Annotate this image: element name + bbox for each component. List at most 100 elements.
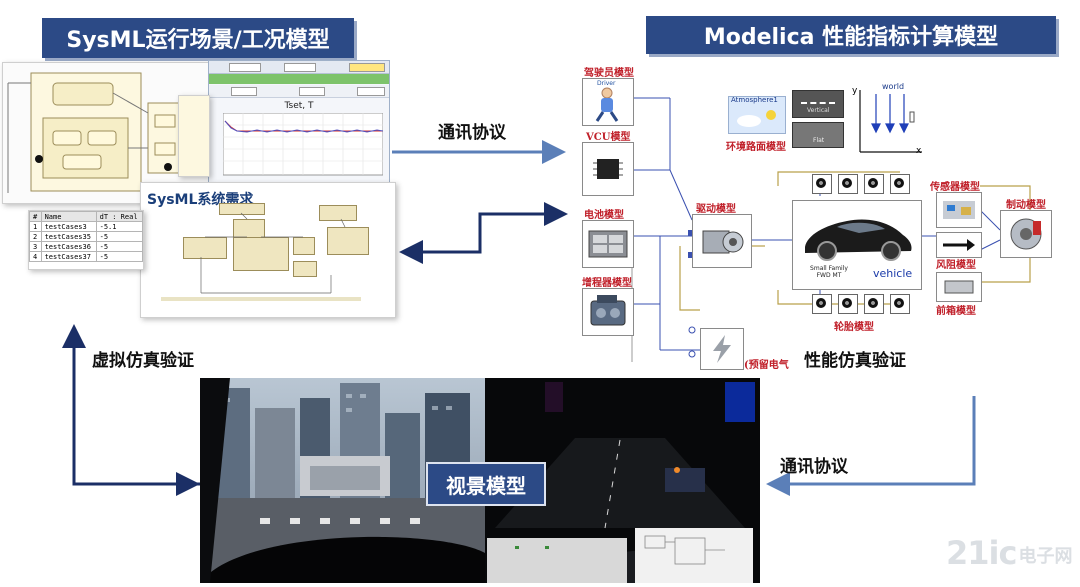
sim-chart-series-t <box>224 120 383 133</box>
cloud-sun-icon <box>737 110 776 127</box>
requirement-block <box>293 261 317 277</box>
scene-banner: 视景模型 <box>426 462 546 506</box>
table-row[interactable]: 4 testCases37 -5 <box>29 251 144 262</box>
brake-disc-icon <box>1010 218 1042 250</box>
sim-toolbar-field <box>349 63 385 72</box>
brake-model[interactable] <box>1000 210 1052 258</box>
atmosphere-block[interactable]: Atmosphere1 <box>728 96 786 134</box>
requirement-links <box>200 212 346 294</box>
world-label: world <box>882 82 905 91</box>
reserved-electrical-model[interactable] <box>700 328 744 370</box>
road-flat-block[interactable]: Flat <box>792 122 844 148</box>
battery-model[interactable] <box>582 220 634 268</box>
tire-icon <box>812 294 832 314</box>
modelica-wires <box>628 97 1031 362</box>
driver-model[interactable]: Driver <box>582 78 634 126</box>
tire-icon <box>838 174 858 194</box>
wind-drag-model[interactable] <box>936 232 982 258</box>
engine-icon <box>590 295 626 326</box>
range-extender-label: 增程器模型 <box>582 278 632 289</box>
battery-pack-icon <box>588 230 628 258</box>
road-vertical-label: Vertical <box>807 107 830 114</box>
sysml-banner-text: SysML运行场景/工况模型 <box>66 28 330 53</box>
table-cell: -5 <box>95 251 144 262</box>
motor-icon <box>702 230 744 254</box>
requirements-footer-line <box>161 297 361 301</box>
tire-model-label: 轮胎模型 <box>834 322 874 333</box>
sim-toolbar-field <box>299 87 325 96</box>
sensor-model-label: 传感器模型 <box>930 182 980 193</box>
arrow-modelica-to-scene <box>766 396 976 496</box>
sysml-requirements-panel: SysML系统需求 <box>140 182 396 318</box>
drive-model[interactable] <box>692 214 752 268</box>
sysml-activity-panel <box>178 95 210 177</box>
sim-chart <box>223 113 383 176</box>
sim-toolbar-3 <box>209 85 389 98</box>
atmosphere-label: Atmosphere1 <box>731 96 778 104</box>
virtual-sim-label: 虚拟仿真验证 <box>92 351 194 371</box>
requirement-block <box>183 237 227 259</box>
sim-toolbar-field <box>357 87 385 96</box>
gearbox-icon <box>944 280 974 294</box>
modelica-diagram: 驾驶员模型 Driver VCU模型 电池模型 增程器模型 <box>560 60 1060 375</box>
sensor-model[interactable] <box>936 192 982 228</box>
sim-toolbar <box>209 61 389 74</box>
world-frame-icon <box>859 90 922 153</box>
reserved-electrical-label: (预留电气 <box>744 360 789 371</box>
drive-model-label: 驱动模型 <box>696 204 736 215</box>
modelica-banner-text: Modelica 性能指标计算模型 <box>703 25 999 50</box>
gearbox-label: 前箱模型 <box>936 306 976 317</box>
range-extender-model[interactable] <box>582 288 634 336</box>
gearbox-model[interactable] <box>936 272 982 302</box>
test-case-grid: # Name dT : Real 1 testCases3 -5.1 2 tes… <box>29 211 144 262</box>
driver-person-icon <box>595 87 619 122</box>
vcu-model[interactable] <box>582 142 634 196</box>
perf-sim-label: 性能仿真验证 <box>804 351 906 371</box>
sensor-icon <box>943 201 975 219</box>
road-flat-label: Flat <box>813 137 825 144</box>
scene-banner-text: 视景模型 <box>446 473 526 498</box>
env-road-label: 环境路面模型 <box>726 142 786 153</box>
tire-icon <box>864 174 884 194</box>
scene-panel: 视景模型 <box>200 378 760 583</box>
chip-icon <box>593 159 623 179</box>
sim-toolbar-field <box>231 87 257 96</box>
requirement-block <box>233 237 289 271</box>
road-vertical-block[interactable]: Vertical <box>792 90 844 118</box>
arrow-right-icon <box>943 239 975 251</box>
modelica-banner: Modelica 性能指标计算模型 <box>646 16 1056 54</box>
tire-icon <box>890 174 910 194</box>
tire-icon <box>864 294 884 314</box>
requirement-block <box>327 227 369 255</box>
vehicle-caption: Small Family FWD MT <box>810 265 848 279</box>
driver-text: Driver <box>597 80 616 87</box>
tire-icon <box>812 174 832 194</box>
vehicle-label: vehicle <box>873 267 913 280</box>
vehicle-model[interactable]: Small Family FWD MT vehicle <box>792 200 922 290</box>
axis-x-label: x <box>916 146 922 156</box>
tire-icon <box>890 294 910 314</box>
driver-model-label: 驾驶员模型 <box>584 68 634 79</box>
sim-chart-title: Tset, T <box>284 101 314 111</box>
sysml-state-machine-panel <box>2 62 224 204</box>
watermark-cn: 电子网 <box>1018 546 1073 567</box>
requirement-block <box>319 205 357 221</box>
battery-model-label: 电池模型 <box>584 210 624 221</box>
wind-drag-label: 风阻模型 <box>936 260 976 271</box>
sim-toolbar-2 <box>209 74 389 84</box>
vcu-model-label: VCU模型 <box>586 132 631 143</box>
scene-city-view <box>200 378 485 583</box>
table-header-row: # Name dT : Real <box>29 211 144 222</box>
comm-protocol-right-label: 通讯协议 <box>780 457 848 477</box>
requirement-block <box>219 203 265 215</box>
watermark-logo: 21ic 电子网 <box>946 532 1072 572</box>
axis-y-label: y <box>852 86 858 96</box>
sysml-banner: SysML运行场景/工况模型 <box>42 18 354 58</box>
tire-icon <box>838 294 858 314</box>
road-dash <box>801 102 835 106</box>
watermark-brand: 21ic <box>946 534 1017 572</box>
sim-toolbar-field <box>229 63 261 72</box>
sim-toolbar-field <box>284 63 316 72</box>
simulation-window: Tset, T <box>208 60 390 187</box>
